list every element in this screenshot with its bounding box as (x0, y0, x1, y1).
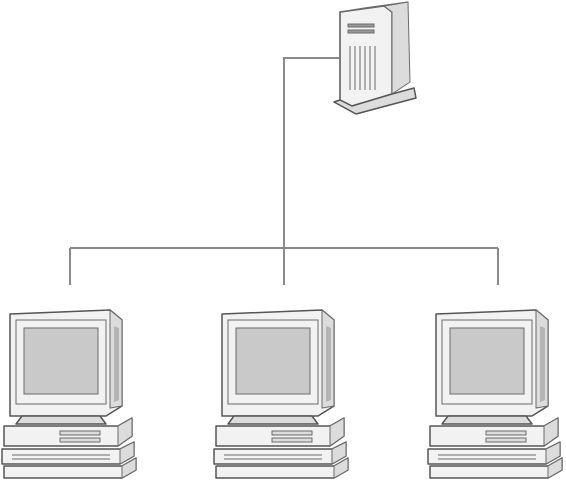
workstation-1 (1, 309, 137, 479)
server-to-bus-line (283, 57, 339, 285)
desktop-computer-icon (1, 309, 137, 479)
desktop-computer-icon (213, 309, 349, 479)
desktop-computer-icon (427, 309, 563, 479)
workstation-2 (213, 309, 349, 479)
workstation-3 (427, 309, 563, 479)
connector-lines (69, 57, 499, 285)
server-tower-icon (333, 1, 417, 115)
